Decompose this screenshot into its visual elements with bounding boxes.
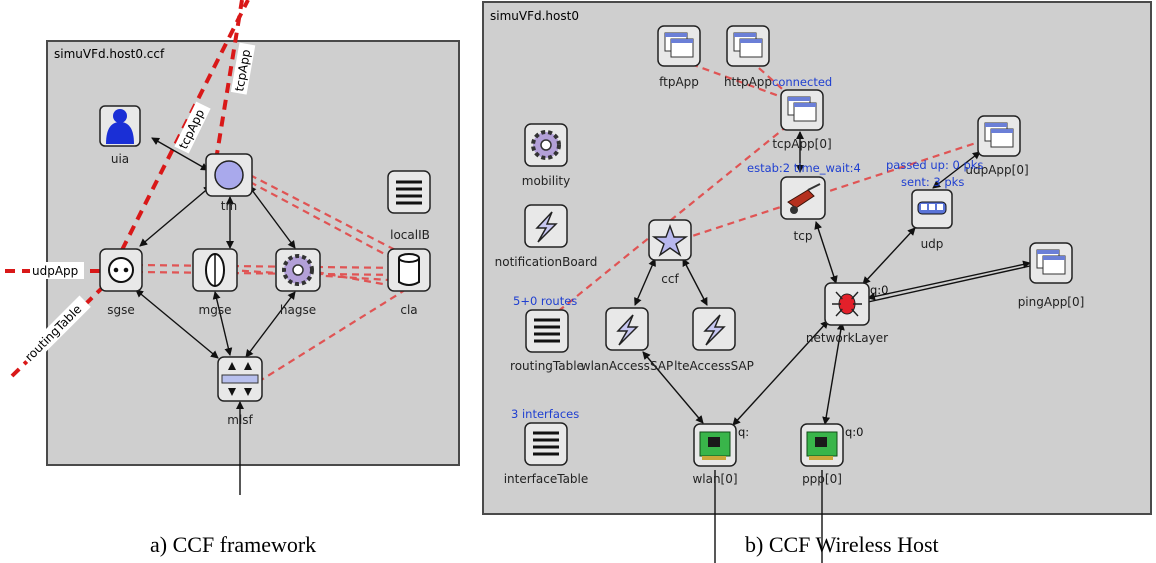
module-routingtable-label: routingTable: [510, 359, 584, 373]
module-mgse[interactable]: mgse: [192, 248, 238, 317]
module-routingtable[interactable]: 5+0 routes routingTable: [510, 294, 584, 373]
star-icon: [651, 223, 689, 257]
status-net-queue: q:0: [870, 283, 889, 297]
circle-icon: [214, 160, 244, 190]
module-pingapp-label: pingApp[0]: [1018, 295, 1085, 309]
module-httpapp[interactable]: httpApp connected: [724, 25, 832, 89]
module-mobility-label: mobility: [522, 174, 570, 188]
windows-icon: [664, 32, 694, 58]
status-wlan-queue: q:: [738, 425, 749, 439]
module-ccf[interactable]: ccf: [648, 219, 692, 286]
module-ftpapp[interactable]: ftpApp: [657, 25, 701, 89]
module-wlan[interactable]: q: wlan[0]: [692, 423, 749, 486]
module-mobility[interactable]: mobility: [522, 123, 570, 188]
left-black-links: [135, 137, 296, 495]
module-hagse-label: hagse: [280, 303, 316, 317]
status-tcp-state: estab:2 time_wait:4: [747, 161, 861, 175]
windows-icon: [787, 96, 817, 122]
module-tcpapp[interactable]: tcpApp[0]: [772, 89, 832, 151]
module-cla-label: cla: [400, 303, 417, 317]
module-hagse[interactable]: hagse: [275, 248, 321, 317]
socket-icon: [108, 257, 134, 283]
module-mlsf[interactable]: mlsf: [217, 356, 263, 427]
module-tcp-label: tcp: [794, 229, 813, 243]
module-localib[interactable]: localIB: [387, 170, 431, 242]
module-ccf-label: ccf: [661, 272, 679, 286]
list-icon: [396, 180, 422, 205]
right-panel: simuVFd.host0: [482, 1, 1152, 563]
left-panel: simuVFd.host0.ccf: [5, 0, 460, 495]
module-sgse-label: sgse: [107, 303, 135, 317]
windows-icon: [733, 32, 763, 58]
module-notificationboard[interactable]: notificationBoard: [495, 204, 598, 269]
network-card-icon: [699, 431, 731, 460]
module-tcp[interactable]: estab:2 time_wait:4 tcp: [747, 161, 861, 243]
module-udp-label: udp: [921, 237, 944, 251]
module-wlanaccesssap-label: wlanAccessSAP: [581, 359, 673, 373]
network-card-icon: [806, 431, 838, 460]
wheelbarrow-icon: [787, 183, 821, 214]
module-ftpapp-label: ftpApp: [659, 75, 699, 89]
module-interfacetable[interactable]: 3 interfaces interfaceTable: [504, 407, 589, 486]
gate-label-udpapp: udpApp: [32, 264, 78, 278]
lightning-icon: [703, 314, 726, 346]
module-ppp-label: ppp[0]: [802, 472, 842, 486]
module-wlanaccesssap[interactable]: wlanAccessSAP: [581, 307, 673, 373]
module-networklayer[interactable]: q:0 networkLayer: [806, 282, 889, 345]
module-networklayer-label: networkLayer: [806, 331, 888, 345]
module-tm[interactable]: tm: [205, 153, 253, 213]
module-mlsf-label: mlsf: [227, 413, 253, 427]
module-mgse-label: mgse: [199, 303, 232, 317]
windows-icon: [984, 122, 1014, 148]
caption-b: b) CCF Wireless Host: [745, 532, 939, 557]
cylinder-icon: [398, 258, 420, 286]
module-pingapp[interactable]: pingApp[0]: [1018, 242, 1085, 309]
module-cla[interactable]: cla: [387, 248, 431, 317]
status-interfaces: 3 interfaces: [511, 407, 579, 421]
right-black-links: [634, 131, 1031, 563]
windows-icon: [1036, 249, 1066, 275]
conveyor-icon: [917, 201, 947, 215]
lightning-icon: [535, 211, 558, 243]
status-ppp-queue: q:0: [845, 425, 864, 439]
module-interfacetable-label: interfaceTable: [504, 472, 589, 486]
status-connected: connected: [772, 75, 832, 89]
list-icon: [533, 431, 559, 456]
module-ppp[interactable]: q:0 ppp[0]: [800, 423, 864, 486]
caption-a: a) CCF framework: [150, 532, 316, 557]
module-udp[interactable]: passed up: 0 pks sent: 3 pks udp: [886, 158, 983, 251]
module-tcpapp-label: tcpApp[0]: [772, 137, 831, 151]
right-panel-title: simuVFd.host0: [490, 9, 579, 23]
module-tm-label: tm: [221, 199, 237, 213]
left-panel-title: simuVFd.host0.ccf: [54, 47, 165, 61]
status-udp-sent: sent: 3 pks: [901, 175, 964, 189]
status-routes: 5+0 routes: [513, 294, 577, 308]
switch-icon: [221, 374, 259, 384]
lightning-icon: [616, 314, 639, 346]
module-lteaccesssap[interactable]: lteAccessSAP: [674, 307, 754, 373]
module-sgse[interactable]: sgse: [99, 248, 143, 317]
module-uia[interactable]: uia: [99, 105, 141, 166]
router-icon: [832, 291, 862, 317]
module-lteaccesssap-label: lteAccessSAP: [674, 359, 754, 373]
module-udpapp-label: udpApp[0]: [965, 163, 1028, 177]
list-icon: [534, 318, 560, 343]
module-udpapp[interactable]: udpApp[0]: [965, 115, 1029, 177]
module-localib-label: localIB: [390, 228, 430, 242]
module-httpapp-label: httpApp: [724, 75, 772, 89]
status-udp-passed: passed up: 0 pks: [886, 158, 983, 172]
module-uia-label: uia: [111, 152, 129, 166]
module-wlan-label: wlan[0]: [692, 472, 737, 486]
module-notificationboard-label: notificationBoard: [495, 255, 598, 269]
